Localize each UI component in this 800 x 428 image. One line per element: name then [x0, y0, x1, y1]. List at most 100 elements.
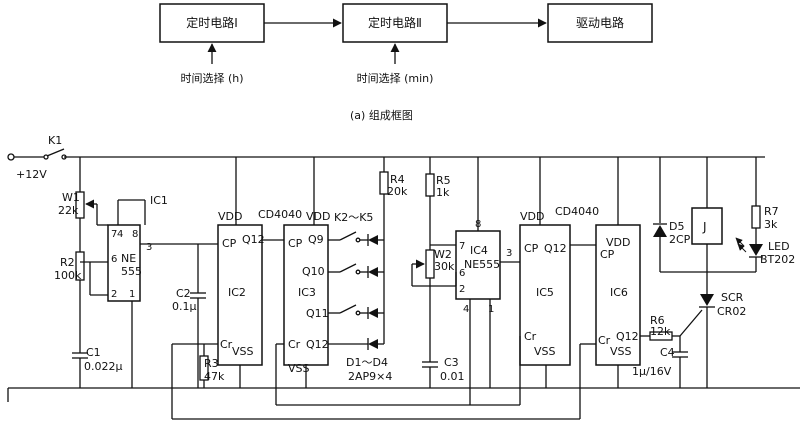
block-timer-1: [159, 3, 265, 43]
r3-name: R3: [204, 357, 219, 370]
ic3-q11: Q11: [306, 307, 329, 320]
cd4040-a-label: CD4040: [258, 208, 302, 221]
ic3-cp: CP: [288, 237, 303, 250]
minute-select-label: 时间选择 (min): [357, 71, 434, 85]
c4-name: C4: [660, 346, 675, 359]
ic6-body: [595, 224, 641, 366]
r5-name: R5: [436, 174, 451, 187]
cd4040-b-label: CD4040: [555, 205, 599, 218]
r4-value: 20k: [387, 185, 408, 198]
r2-value: 100k: [54, 269, 82, 282]
w2-resistor: [425, 249, 435, 279]
ic1-pin7: 7: [111, 229, 117, 240]
supply-terminal: [7, 153, 15, 161]
ic6-vss: VSS: [610, 345, 632, 358]
ic2-name: IC2: [228, 286, 246, 299]
ic3-q10: Q10: [302, 265, 325, 278]
scr-value: CR02: [717, 305, 746, 318]
ic4-type: NE555: [464, 258, 500, 271]
w2-value: 30k: [434, 260, 455, 273]
block-timer-2: [342, 3, 448, 43]
hour-select-label: 时间选择 (h): [180, 71, 243, 85]
ic3-q9: Q9: [308, 233, 324, 246]
w1-name: W1: [62, 191, 80, 204]
led-name: LED: [768, 240, 790, 253]
block-timer-1-label: 定时电路Ⅰ: [186, 15, 238, 30]
r3-value: 47k: [204, 370, 225, 383]
k1-blade: [46, 148, 65, 157]
ic2-q12: Q12: [242, 233, 265, 246]
d5-diode: [653, 225, 667, 237]
c4-value: 1μ/16V: [632, 365, 672, 378]
ic1-pin2: 2: [111, 289, 117, 300]
c3-name: C3: [444, 356, 459, 369]
w1-value: 22k: [58, 204, 79, 217]
ic1-pin6: 6: [111, 254, 117, 265]
ic1-pin1: 1: [129, 289, 135, 300]
ic5-vdd: VDD: [520, 210, 544, 223]
ic5-vss: VSS: [534, 345, 556, 358]
ic4-name: IC4: [470, 244, 488, 257]
ic4-pin4: 4: [463, 304, 469, 315]
led-value: BT202: [760, 253, 795, 266]
r7-value: 3k: [764, 218, 778, 231]
scr-symbol: [700, 294, 714, 306]
block-driver: [547, 3, 653, 43]
schematic: K1 +12V W1 22k R2 100k C1 0.022μ IC1 NE …: [7, 134, 800, 420]
ic6-cp: CP: [600, 248, 615, 261]
ic2-cr: Cr: [220, 338, 233, 351]
relay-coil: [691, 207, 723, 245]
w2-name: W2: [434, 248, 452, 261]
diodes-label: D1～D4: [346, 356, 388, 369]
ic5-q12: Q12: [544, 242, 567, 255]
r6-value: 12k: [650, 325, 671, 338]
r2-name: R2: [60, 256, 75, 269]
ic3-vss: VSS: [288, 362, 310, 375]
ic6-cr: Cr: [598, 334, 611, 347]
ic1-type-2: 555: [121, 265, 142, 278]
ic2-cp: CP: [222, 237, 237, 250]
block-diagram: 定时电路Ⅰ 定时电路Ⅱ 驱动电路 时间选择 (h) 时间选择 (min) (a)…: [159, 3, 653, 122]
ic6-q12: Q12: [616, 330, 639, 343]
block-diagram-caption: (a) 组成框图: [350, 108, 413, 122]
ic3-q12: Q12: [306, 338, 329, 351]
c1-value: 0.022μ: [84, 360, 123, 373]
scr-gate-wire: [679, 309, 703, 337]
ic3-name: IC3: [298, 286, 316, 299]
ic1-type-1: NE: [121, 252, 136, 265]
c3-value: 0.01: [440, 370, 465, 383]
c2-value: 0.1μ: [172, 300, 197, 313]
k1-label: K1: [48, 134, 62, 147]
ic5-cr: Cr: [524, 330, 537, 343]
led-ray-1: [735, 237, 745, 247]
r5-value: 1k: [436, 186, 450, 199]
diode-type-label: 2AP9×4: [348, 370, 392, 383]
d5-name: D5: [669, 220, 684, 233]
ic5-name: IC5: [536, 286, 554, 299]
ic4-body: [455, 230, 501, 300]
ic2-vdd: VDD: [218, 210, 242, 223]
r5-resistor: [425, 173, 435, 197]
led-ray-2: [737, 243, 747, 253]
r7-resistor: [751, 205, 761, 229]
led-symbol: [749, 244, 763, 256]
ic4-pin2: 2: [459, 284, 465, 295]
scr-name: SCR: [721, 291, 744, 304]
ic4-pin3: 3: [506, 248, 512, 259]
supply-label: +12V: [16, 168, 47, 181]
ic1-pin3: 3: [146, 242, 152, 253]
block-timer-2-label: 定时电路Ⅱ: [368, 15, 422, 30]
d5-value: 2CP: [669, 233, 691, 246]
k1-contact-a: [43, 154, 49, 160]
ic5-body: [519, 224, 571, 366]
ic3-vdd: VDD: [306, 210, 330, 223]
k1-contact-b: [61, 154, 67, 160]
r7-name: R7: [764, 205, 779, 218]
r4-name: R4: [390, 173, 405, 186]
ic1-name: IC1: [150, 194, 168, 207]
c2-name: C2: [176, 287, 191, 300]
relay-label: J: [702, 220, 707, 234]
ic4-pin1: 1: [488, 304, 494, 315]
